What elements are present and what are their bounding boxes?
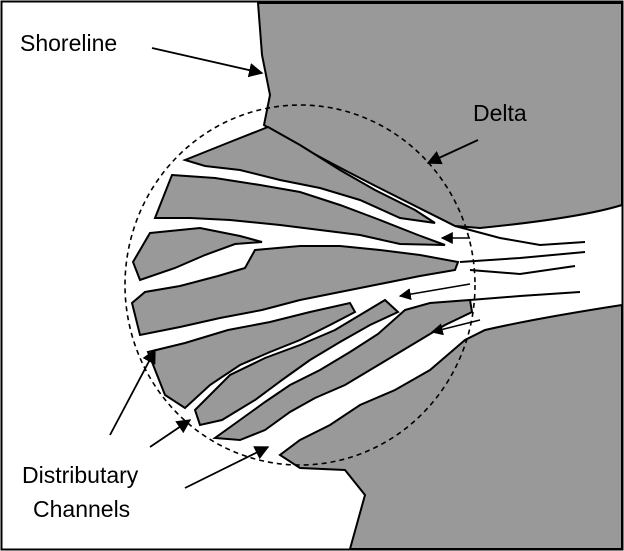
- flow-arrow-2: [398, 283, 471, 301]
- channels-pointer-arrow-2: [149, 419, 192, 448]
- flow-arrow-3: [430, 319, 481, 336]
- channels-pointer-arrow-1: [109, 348, 156, 436]
- delta-island-3: [131, 226, 263, 282]
- river-bank-mid-1: [459, 251, 586, 263]
- distributary-channels-label-line1: Distributary: [22, 462, 139, 488]
- river-bank-mid-2: [469, 265, 576, 276]
- shoreline-label: Shoreline: [20, 30, 118, 56]
- river-bank-top: [454, 225, 586, 247]
- river-bank-mid-3: [469, 291, 581, 301]
- delta-island-5: [146, 301, 357, 410]
- delta-island-2: [153, 173, 446, 246]
- delta-island-7: [212, 298, 474, 442]
- delta-island-4: [130, 245, 460, 337]
- delta-island-1: [181, 125, 436, 224]
- shoreline-pointer-arrow: [151, 47, 264, 78]
- delta-label: Delta: [473, 100, 527, 126]
- delta-boundary: [124, 104, 476, 466]
- lower-land: [278, 303, 623, 550]
- delta-pointer-arrow: [426, 139, 479, 165]
- distributary-channels-label-line2: Channels: [33, 496, 131, 522]
- delta-island-6: [193, 298, 400, 427]
- channels-pointer-arrow-3: [184, 446, 270, 489]
